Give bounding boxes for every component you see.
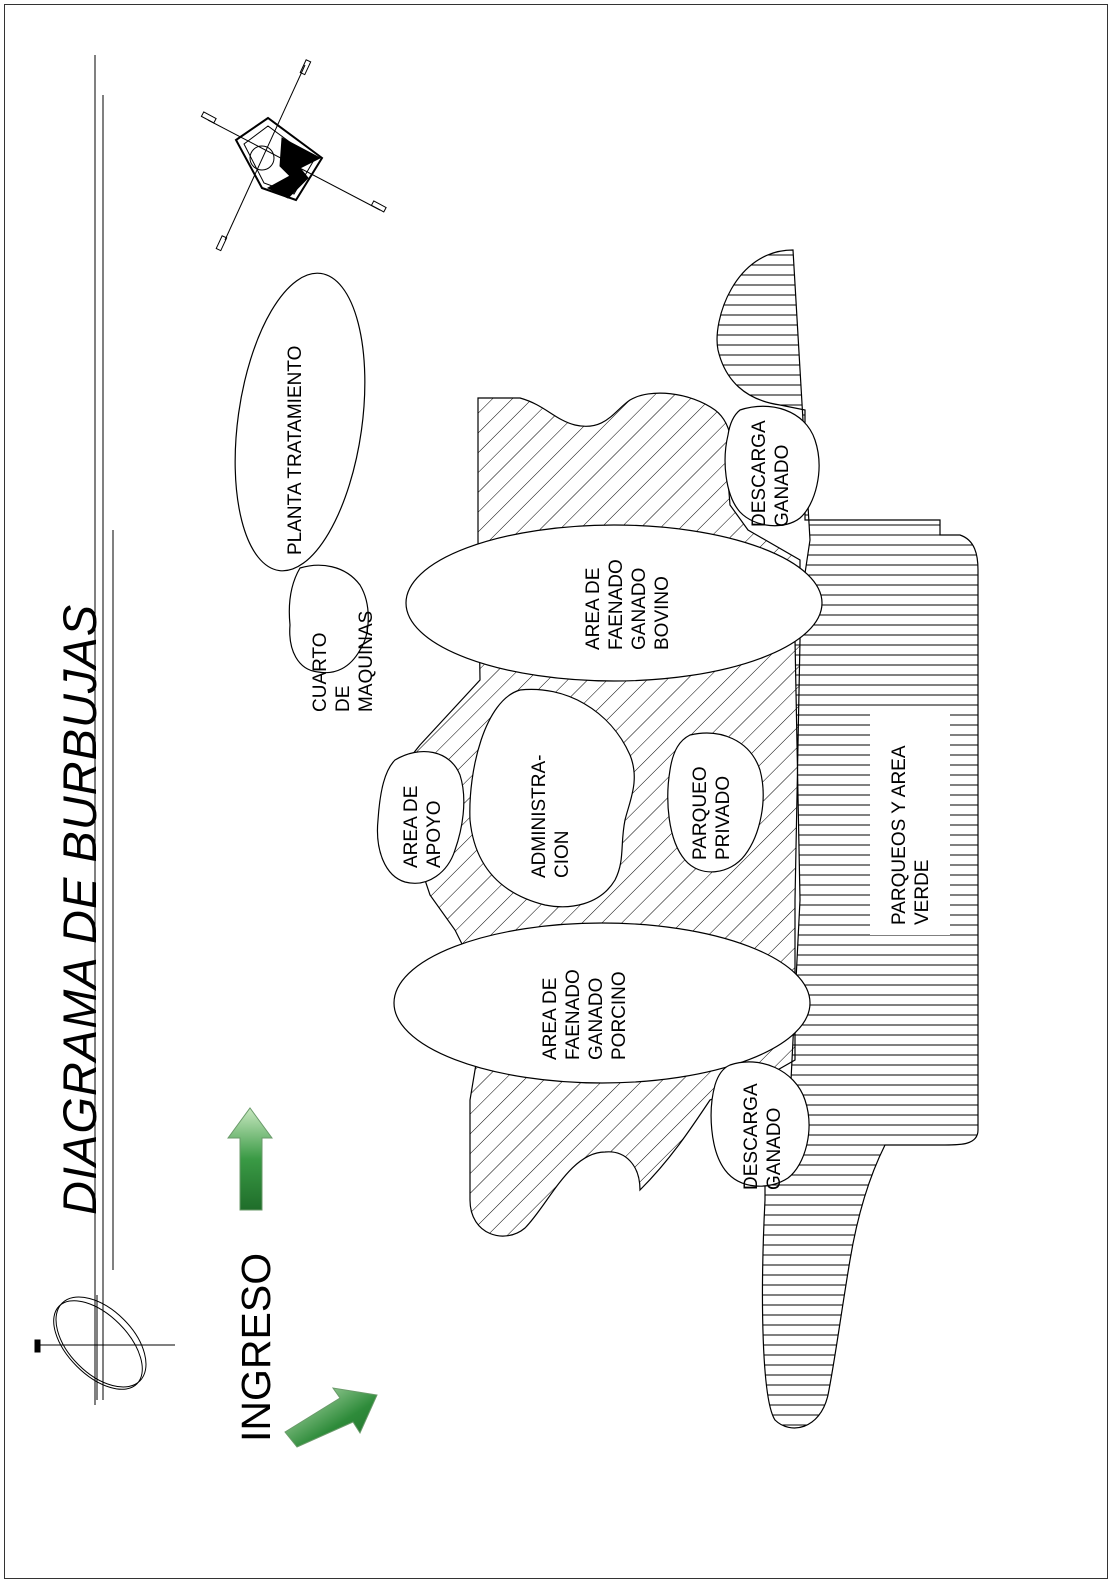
label-planta-tratamiento: PLANTA TRATAMIENTO xyxy=(285,346,306,555)
entrance-arrow-up-icon xyxy=(227,1107,273,1211)
label-bovino-1: AREA DE xyxy=(583,568,604,650)
label-parqueos-2: VERDE xyxy=(912,860,933,925)
label-porcino-1: AREA DE xyxy=(540,978,561,1060)
label-descarga-top-1: DESCARGA xyxy=(749,420,770,527)
label-descarga-bottom-2: GANADO xyxy=(764,1108,785,1190)
label-administracion-2: CION xyxy=(552,831,573,879)
parqueos-label-backdrop xyxy=(870,710,950,935)
planta-tratamiento-bubble xyxy=(234,272,366,572)
entrance-arrow-diagonal-icon xyxy=(284,1387,378,1448)
area-apoyo-bubble xyxy=(376,751,465,884)
site-symbol-icon xyxy=(34,1295,175,1400)
administracion-bubble xyxy=(469,688,635,908)
faenado-bovino-bubble xyxy=(405,524,823,682)
label-porcino-3: GANADO xyxy=(586,978,607,1060)
zone-labels: PLANTA TRATAMIENTO CUARTO DE MAQUINAS AR… xyxy=(285,346,933,1190)
label-apoyo-1: AREA DE xyxy=(401,786,422,868)
label-descarga-top-2: GANADO xyxy=(772,445,793,527)
label-porcino-2: FAENADO xyxy=(563,969,584,1060)
north-arrow-icon xyxy=(200,59,387,252)
cuarto-maquinas-bubble xyxy=(288,564,369,674)
label-apoyo-2: APOYO xyxy=(424,800,445,868)
descarga-bottom-bubble xyxy=(710,1061,810,1187)
label-parqueo-privado-2: PRIVADO xyxy=(713,776,734,860)
label-cuarto-maquinas-3: MAQUINAS xyxy=(356,611,377,712)
label-descarga-bottom-1: DESCARGA xyxy=(741,1083,762,1190)
diagram-title: DIAGRAMA DE BURBUJAS xyxy=(53,604,106,1215)
label-porcino-4: PORCINO xyxy=(609,971,630,1060)
ingreso-label: INGRESO xyxy=(233,1253,279,1442)
label-bovino-4: BOVINO xyxy=(652,576,673,650)
label-administracion-1: ADMINISTRA- xyxy=(529,755,550,879)
label-bovino-2: FAENADO xyxy=(606,559,627,650)
label-parqueos-1: PARQUEOS Y AREA xyxy=(889,745,910,925)
label-parqueo-privado-1: PARQUEO xyxy=(690,766,711,860)
label-cuarto-maquinas-2: DE xyxy=(333,686,354,712)
title-frame-lines xyxy=(94,55,114,1405)
faenado-porcino-bubble xyxy=(393,922,811,1084)
descarga-top-bubble xyxy=(724,405,820,527)
parqueo-privado-bubble xyxy=(667,732,764,873)
label-bovino-3: GANADO xyxy=(629,568,650,650)
label-cuarto-maquinas-1: CUARTO xyxy=(310,632,331,712)
